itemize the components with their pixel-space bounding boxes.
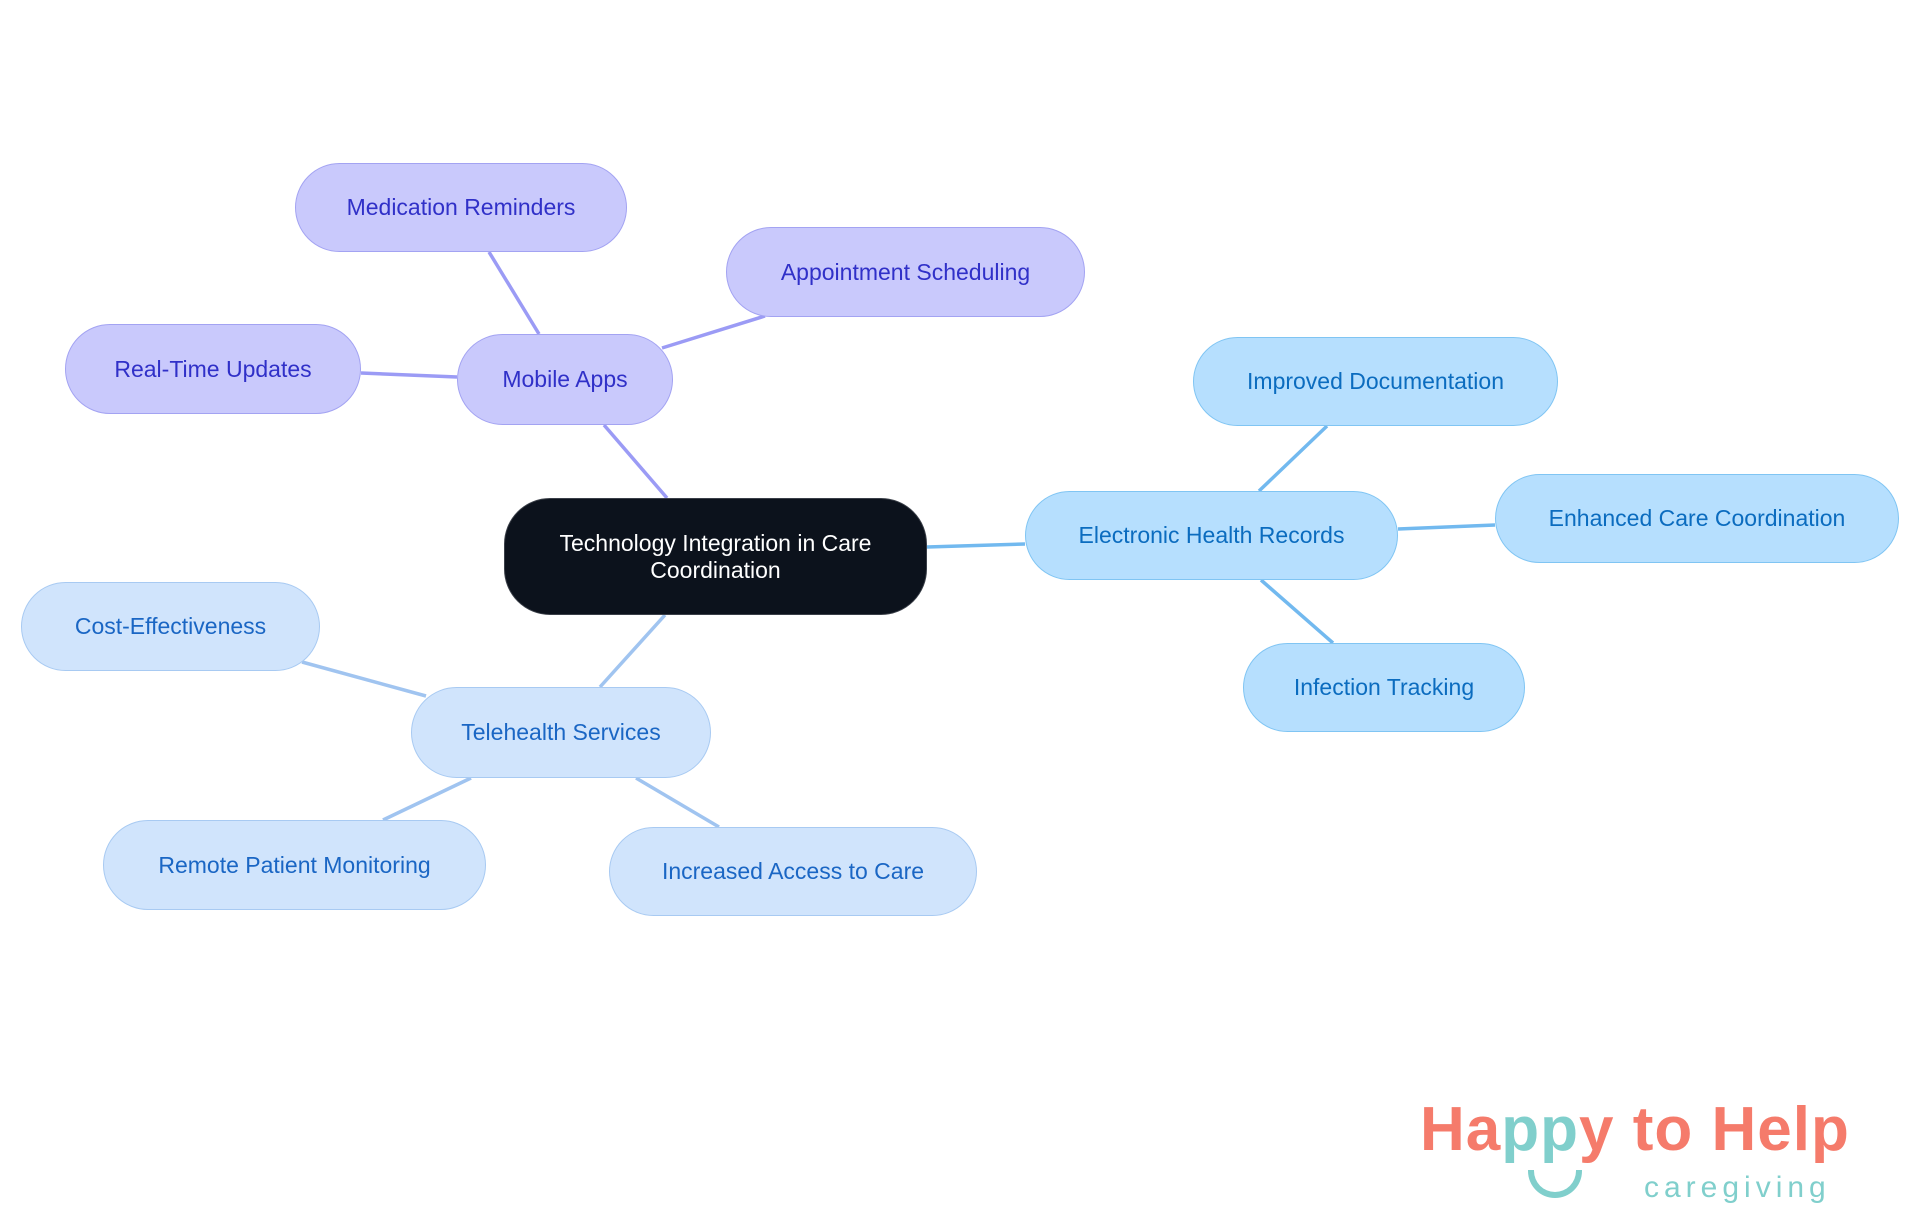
node-label: Medication Reminders xyxy=(346,194,576,220)
node-enhanced-care-coordination[interactable]: Enhanced Care Coordination xyxy=(1495,474,1899,563)
node-remote-patient-monitoring[interactable]: Remote Patient Monitoring xyxy=(103,820,486,910)
edge-tele-access xyxy=(635,776,720,829)
happy-to-help-logo: Happy to Help caregiving xyxy=(1420,1098,1890,1210)
edge-ehr-coordination xyxy=(1397,523,1496,531)
root-node[interactable]: Technology Integration in Care Coordinat… xyxy=(504,498,927,615)
edge-ehr-infection xyxy=(1259,578,1335,645)
edge-root-mobile-apps xyxy=(602,423,669,500)
edge-mobile-realtime xyxy=(360,371,458,379)
node-label: Appointment Scheduling xyxy=(780,258,1031,285)
node-label: Telehealth Services xyxy=(461,719,661,745)
edge-mobile-appointment xyxy=(661,314,766,350)
node-label: Infection Tracking xyxy=(1293,674,1475,700)
node-label: Enhanced Care Coordination xyxy=(1548,505,1846,531)
node-label: Improved Documentation xyxy=(1247,368,1504,394)
node-real-time-updates[interactable]: Real-Time Updates xyxy=(65,324,361,414)
root-label: Technology Integration in Care Coordinat… xyxy=(559,529,872,583)
edge-ehr-documentation xyxy=(1257,424,1329,493)
edge-mobile-medication xyxy=(487,251,541,335)
node-improved-documentation[interactable]: Improved Documentation xyxy=(1193,337,1558,426)
node-label: Real-Time Updates xyxy=(114,355,312,382)
node-telehealth-services[interactable]: Telehealth Services xyxy=(411,687,711,778)
node-label: Mobile Apps xyxy=(502,366,628,392)
node-infection-tracking[interactable]: Infection Tracking xyxy=(1243,643,1525,732)
logo-wordmark: Happy to Help xyxy=(1420,1095,1850,1164)
smile-icon xyxy=(1528,1170,1582,1198)
node-label: Cost-Effectiveness xyxy=(74,613,267,639)
node-electronic-health-records[interactable]: Electronic Health Records xyxy=(1025,491,1398,580)
edge-root-telehealth xyxy=(598,613,667,689)
node-medication-reminders[interactable]: Medication Reminders xyxy=(295,163,627,252)
node-mobile-apps[interactable]: Mobile Apps xyxy=(457,334,673,425)
edge-tele-cost xyxy=(301,660,427,698)
node-cost-effectiveness[interactable]: Cost-Effectiveness xyxy=(21,582,320,671)
node-increased-access-to-care[interactable]: Increased Access to Care xyxy=(609,827,977,916)
node-appointment-scheduling[interactable]: Appointment Scheduling xyxy=(726,227,1085,317)
edge-tele-remote xyxy=(382,776,472,822)
edge-root-ehr xyxy=(926,542,1026,549)
node-label: Electronic Health Records xyxy=(1078,522,1345,548)
logo-tagline: caregiving xyxy=(1644,1171,1831,1204)
node-label: Remote Patient Monitoring xyxy=(158,851,431,878)
node-label: Increased Access to Care xyxy=(661,858,925,884)
